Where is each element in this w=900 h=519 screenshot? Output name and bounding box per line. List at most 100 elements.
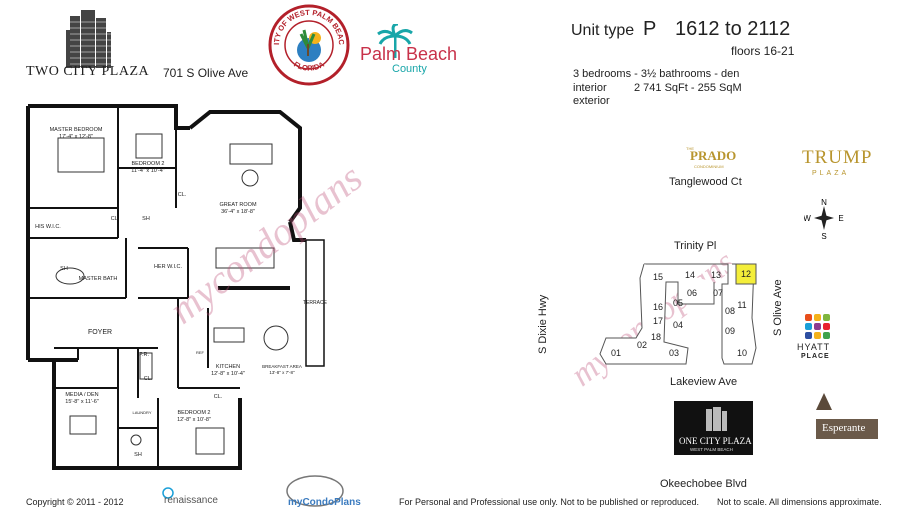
room-breakfast-dim: 13'-8" x 7'-8" [269,370,295,375]
esperante-triangle [814,392,834,412]
svg-text:FLORIDA: FLORIDA [292,59,326,72]
room-master-bath: MASTER BATH [79,276,118,282]
floor-plan: MASTER BEDROOM 17'-4" x 12'-8" BEDROOM 2… [18,98,358,478]
room-media-den-dim: 15'-8" x 11'-6" [65,399,98,405]
room-media-den: MEDIA / DEN [65,392,98,398]
room-bedroom-2: BEDROOM 2 [131,161,164,167]
esperante-logo [816,419,878,439]
building-address: 701 S Olive Ave [163,66,249,80]
room-master-bedroom-dim: 17'-4" x 12'-8" [59,134,93,140]
unit-03: 03 [669,348,679,358]
trump-logo: TRUMP [802,147,873,168]
interior-value: 2 741 SqFt - 255 SqM [634,82,742,94]
room-breakfast: BREAKFAST AREA [262,364,302,369]
trump-plaza: PLAZA [812,170,850,177]
copyright: Copyright © 2011 - 2012 [26,497,124,507]
site-plan: 15 14 13 12 06 07 16 05 08 11 17 04 09 1… [596,258,772,366]
building-name: TWO CITY PLAZA [26,64,150,79]
hyatt-name: HYATT [797,342,831,352]
building-logo [26,8,152,82]
renaissance-logo: renaissance [164,495,218,506]
city-seal: CITY OF WEST PALM BEACH FLORIDA [265,0,350,86]
compass-s: S [821,232,826,240]
compass-n: N [821,198,827,207]
street-east: S Olive Ave [772,279,784,336]
label-pr: P.R. [139,352,149,358]
mycondoplans-seal [285,474,345,508]
prado-logo: PRADO [690,148,737,163]
unit-15: 15 [653,272,663,282]
unit-17: 17 [653,316,663,326]
seal-bottom-text: FLORIDA [292,59,326,72]
mycondoplans-name: myCondoPlans [288,497,361,508]
label-ref: REF [196,350,205,355]
street-south1: Lakeview Ave [670,376,738,388]
esperante-name: Esperante [822,422,866,434]
label-cl-2: CL. [178,192,187,198]
unit-type-label: Unit type [571,22,635,39]
room-master-bedroom: MASTER BEDROOM [50,127,103,133]
one-city-logo [674,401,753,455]
unit-04: 04 [673,320,683,330]
unit-range: 1612 to 2112 [675,18,791,40]
label-sh-1: SH [142,216,150,222]
street-trinity: Trinity Pl [674,240,717,252]
room-kitchen-dim: 12'-8" x 10'-4" [211,371,245,377]
palm-tree-icon [377,22,413,58]
unit-01: 01 [611,348,621,358]
compass-icon: N E S W [803,198,844,241]
one-city-name: ONE CITY PLAZA [679,436,752,446]
unit-floors: floors 16-21 [731,44,795,58]
unit-type-letter: P [643,18,657,40]
one-city-sub: WEST PALM BEACH [690,447,733,452]
label-laundry: LAUNDRY [132,410,151,415]
unit-10: 10 [737,348,747,358]
label-sh-3: SH [134,452,142,458]
room-bedroom-2-dim: 11'-4" x 10'-4" [131,168,164,174]
prado-top: THE [686,146,694,151]
room-his-wic: HIS W.I.C. [35,224,61,230]
compass-e: E [838,214,843,223]
room-her-wic: HER W.I.C. [154,264,183,270]
street-north: Tanglewood Ct [669,176,742,188]
room-bedroom-2b: BEDROOM 2 [177,410,210,416]
unit-09: 09 [725,326,735,336]
label-sh-2: SH [60,266,68,272]
room-kitchen: KITCHEN [216,364,240,370]
unit-07: 07 [713,288,723,298]
compass-w: W [804,214,811,223]
tower-icon [66,10,111,68]
unit-rooms: 3 bedrooms - 3½ bathrooms - den [573,68,740,80]
label-cl-4: CL. [214,394,223,400]
interior-label: interior [573,82,607,94]
unit-16: 16 [653,302,663,312]
label-cl-3: CL. [144,376,153,382]
unit-18: 18 [651,332,661,342]
county-name: Palm Beach [360,44,458,64]
room-great-room: GREAT ROOM [219,202,256,208]
room-terrace: TERRACE [303,300,328,306]
label-cl-1: CL. [111,216,120,222]
unit-02: 02 [637,340,647,350]
prado-sub: CONDOMINIUM [694,164,724,169]
hyatt-place: PLACE [801,353,830,360]
room-bedroom-2b-dim: 12'-8" x 10'-8" [177,417,211,423]
unit-11: 11 [737,300,746,310]
unit-08: 08 [725,306,735,316]
unit-06: 06 [687,288,697,298]
county-logo [360,22,470,80]
unit-13: 13 [711,270,721,280]
unit-05: 05 [673,298,683,308]
exterior-label: exterior [573,95,610,107]
street-south2: Okeechobee Blvd [660,478,747,490]
hyatt-logo [803,312,831,340]
county-sub: County [392,63,427,75]
renaissance-icon [162,486,174,499]
street-west: S Dixie Hwy [537,294,549,354]
unit-14: 14 [685,270,695,280]
room-foyer: FOYER [88,329,112,336]
scale-note: Not to scale. All dimensions approximate… [717,497,882,507]
disclaimer: For Personal and Professional use only. … [399,497,700,507]
room-great-room-dim: 36'-4" x 18'-8" [221,209,255,215]
unit-12: 12 [741,269,751,279]
